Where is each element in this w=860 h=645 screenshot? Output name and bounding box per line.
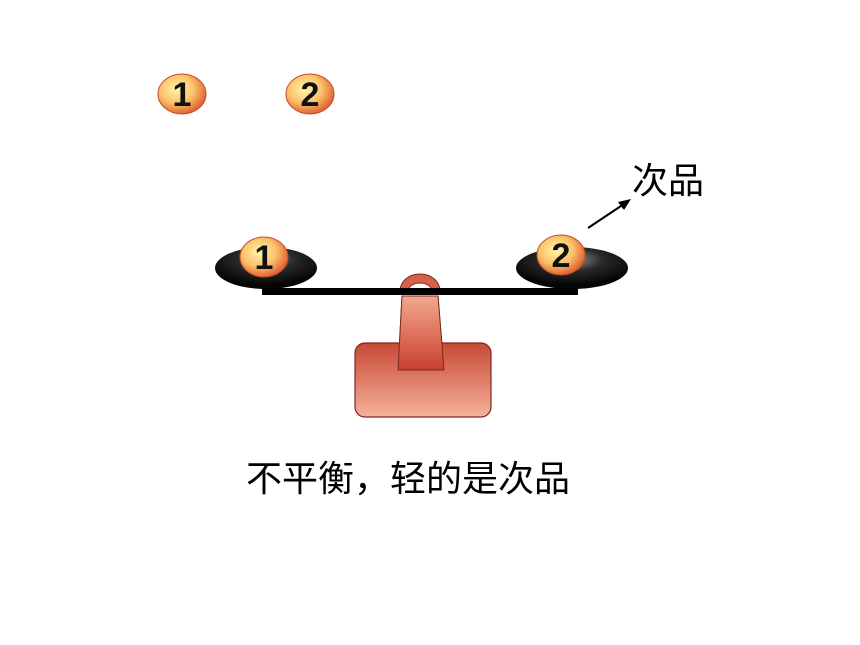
ball-1-top-label: 1 <box>173 76 192 114</box>
caption-text: 不平衡，轻的是次品 <box>246 459 571 500</box>
ball-2-pan: 2 <box>536 234 586 276</box>
ball-2-top: 2 <box>285 73 335 115</box>
ball-1-pan-label: 1 <box>255 239 274 277</box>
ball-2-pan-label: 2 <box>552 237 571 275</box>
scale-stand <box>354 273 492 418</box>
scale-beam <box>262 288 578 295</box>
ball-2-top-label: 2 <box>301 76 320 114</box>
ball-1-pan: 1 <box>239 236 289 278</box>
defect-arrow <box>587 199 631 229</box>
defect-label: 次品 <box>632 161 705 202</box>
ball-1-top: 1 <box>157 73 207 115</box>
